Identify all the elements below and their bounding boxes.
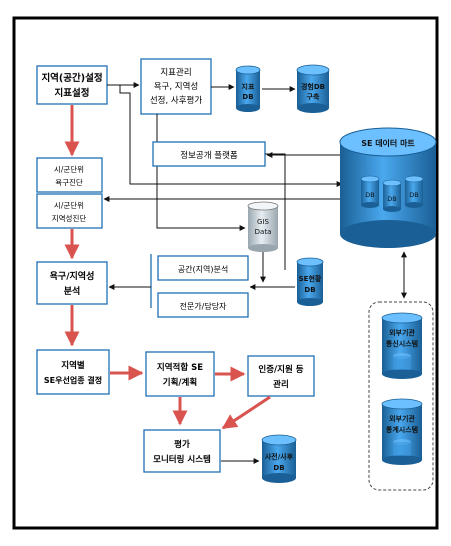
experience-db-line1: 경험DB bbox=[301, 82, 325, 91]
arrow-setting-to-datamart bbox=[119, 85, 343, 187]
gis-data-line1: GIS bbox=[257, 218, 269, 226]
spatial-analysis-box: 공간(지역)분석 bbox=[157, 255, 249, 281]
external-survey-line1: 외부기관 bbox=[389, 328, 415, 337]
datamart-db-3: DB bbox=[404, 175, 424, 208]
info-platform-box: 정보공개 플랫폼 bbox=[152, 141, 266, 167]
external-survey-line2: 통신시스템 bbox=[386, 339, 418, 348]
external-stats-cylinder: 외부기관 통계시스템 bbox=[381, 398, 423, 465]
se-status-db-cylinder: SE현황 DB bbox=[296, 257, 324, 306]
external-survey-cylinder: 외부기관 통신시스템 bbox=[381, 312, 423, 379]
monitoring-line1: 평가 bbox=[174, 439, 190, 450]
datamart-db-2-label: DB bbox=[387, 195, 396, 203]
prepost-db-cylinder: 사전/사후 DB bbox=[261, 434, 297, 483]
external-stats-line1: 외부기관 bbox=[389, 414, 415, 423]
needs-analysis-line2: 분석 bbox=[64, 285, 81, 297]
datamart-db-1-label: DB bbox=[365, 191, 374, 199]
prepost-db-line1: 사전/사후 bbox=[265, 452, 294, 461]
se-planning-line1: 지역적합 SE bbox=[157, 362, 203, 373]
datamart-db-1: DB bbox=[360, 175, 380, 208]
needs-analysis-line1: 욕구/지역성 bbox=[50, 270, 95, 282]
indicator-db-line2: DB bbox=[242, 93, 253, 101]
certification-line2: 관리 bbox=[273, 379, 289, 390]
locality-diag-line2: 지역성진단 bbox=[52, 213, 87, 223]
needs-diag-line2: 욕구진단 bbox=[55, 177, 83, 187]
red-arrow-cert-to-monitoring bbox=[221, 395, 271, 430]
gis-data-line2: Data bbox=[255, 228, 272, 236]
prepost-db-line2: DB bbox=[273, 464, 284, 472]
certification-line1: 인증/지원 등 bbox=[258, 364, 303, 375]
monitoring-line2: 모니터링 시스템 bbox=[153, 454, 211, 465]
se-status-db-line2: DB bbox=[304, 286, 315, 294]
line-platform-down bbox=[265, 153, 286, 270]
analysis-group: 공간(지역)분석 전문가/담당자 bbox=[150, 254, 249, 318]
se-datamart-label: SE 데이터 마트 bbox=[361, 138, 415, 148]
indicator-setting-line1: 지역(공간)설정 bbox=[41, 72, 102, 84]
certification-box: 인증/지원 등 관리 bbox=[247, 355, 315, 397]
info-platform-label: 정보공개 플랫폼 bbox=[180, 150, 238, 161]
spatial-analysis-label: 공간(지역)분석 bbox=[178, 264, 228, 274]
experience-db-line2: 구축 bbox=[307, 92, 320, 101]
indicator-mgmt-box: 지표관리 욕구, 지역성 선정, 사후평가 bbox=[140, 58, 212, 115]
indicator-db-line1: 지표 bbox=[242, 82, 255, 91]
external-stats-line2: 통계시스템 bbox=[386, 425, 418, 434]
needs-analysis-box: 욕구/지역성 분석 bbox=[36, 261, 108, 305]
indicator-setting-box: 지역(공간)설정 지표설정 bbox=[36, 65, 108, 105]
indicator-setting-line2: 지표설정 bbox=[55, 87, 90, 99]
locality-diag-box: 시/군단위 지역성진단 bbox=[36, 193, 103, 229]
monitoring-box: 평가 모니터링 시스템 bbox=[143, 429, 221, 473]
se-planning-box: 지역적합 SE 기획/계획 bbox=[145, 351, 215, 397]
priority-decision-box: 지역별 SE우선업종 결정 bbox=[36, 349, 110, 395]
priority-decision-line1: 지역별 bbox=[61, 360, 85, 371]
experience-db-cylinder: 경험DB 구축 bbox=[296, 64, 330, 113]
se-datamart-cylinder: SE 데이터 마트 DB DB DB bbox=[339, 127, 437, 248]
expert-label: 전문가/담당자 bbox=[180, 301, 227, 311]
indicator-mgmt-line3: 선정, 사후평가 bbox=[150, 95, 203, 106]
external-systems-group: 외부기관 통신시스템 외부기관 통계시스템 bbox=[368, 301, 434, 491]
indicator-mgmt-line1: 지표관리 bbox=[160, 67, 191, 78]
se-status-db-line1: SE현황 bbox=[299, 274, 322, 283]
se-planning-line2: 기획/계획 bbox=[163, 377, 197, 388]
priority-decision-line2: SE우선업종 결정 bbox=[44, 375, 102, 385]
indicator-db-cylinder: 지표 DB bbox=[235, 65, 261, 112]
needs-diag-line1: 시/군단위 bbox=[54, 164, 84, 174]
indicator-mgmt-line2: 욕구, 지역성 bbox=[154, 81, 199, 92]
expert-box: 전문가/담당자 bbox=[157, 292, 249, 318]
needs-diag-box: 시/군단위 욕구진단 bbox=[36, 157, 103, 193]
datamart-db-2: DB bbox=[382, 179, 402, 212]
gis-data-cylinder: GIS Data bbox=[247, 201, 279, 252]
locality-diag-line1: 시/군단위 bbox=[54, 200, 84, 210]
datamart-db-3-label: DB bbox=[409, 191, 418, 199]
